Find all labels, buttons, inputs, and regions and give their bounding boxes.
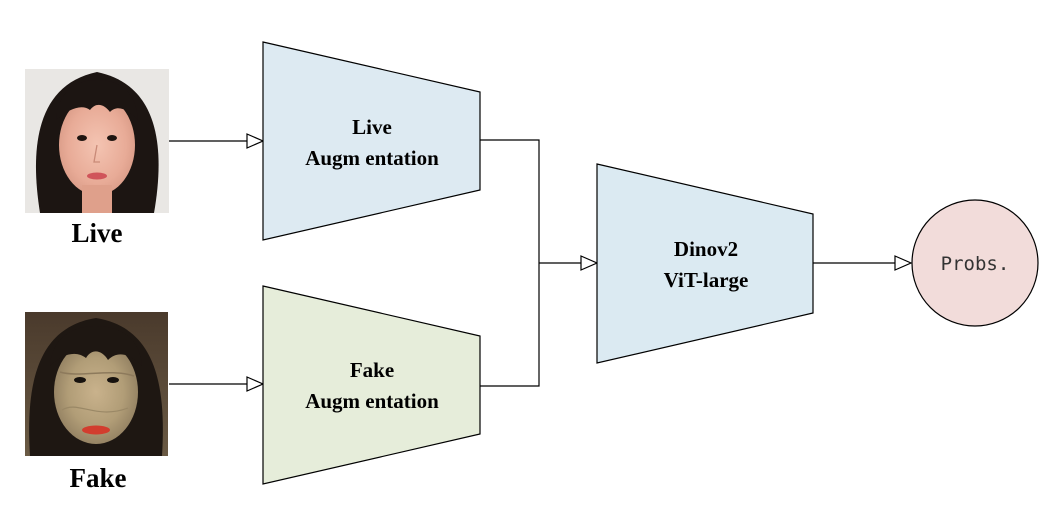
dinov2-vit-large-block — [596, 163, 814, 364]
fake-augmentation-block — [262, 285, 481, 485]
connector-backbone-to-output — [813, 255, 913, 271]
connector-live-to-aug — [169, 133, 265, 149]
arrowhead-fake-aug — [246, 376, 265, 392]
output-probs-node — [911, 199, 1039, 327]
arrowhead-backbone — [580, 255, 599, 271]
backbone-label-line2: ViT-large — [664, 268, 749, 292]
live-caption: Live — [72, 218, 123, 248]
connector-fake-to-aug — [169, 376, 265, 392]
fake-caption: Fake — [70, 463, 127, 493]
arrowhead-output — [894, 255, 913, 271]
live-augmentation-block — [262, 41, 481, 241]
backbone-label-line1: Dinov2 — [674, 237, 738, 261]
arrowhead-live-aug — [246, 133, 265, 149]
live-augmentation-label-line1: Live — [352, 115, 392, 139]
fake-augmentation-label-line2: Augm entation — [305, 389, 439, 413]
connector-merge-to-backbone — [480, 139, 599, 387]
fake-augmentation-label-line1: Fake — [350, 358, 394, 382]
live-augmentation-label-line2: Augm entation — [305, 146, 439, 170]
fake-face-photo-icon — [25, 312, 168, 456]
output-probs-label: Probs. — [941, 253, 1010, 275]
live-face-photo-icon — [25, 69, 169, 213]
